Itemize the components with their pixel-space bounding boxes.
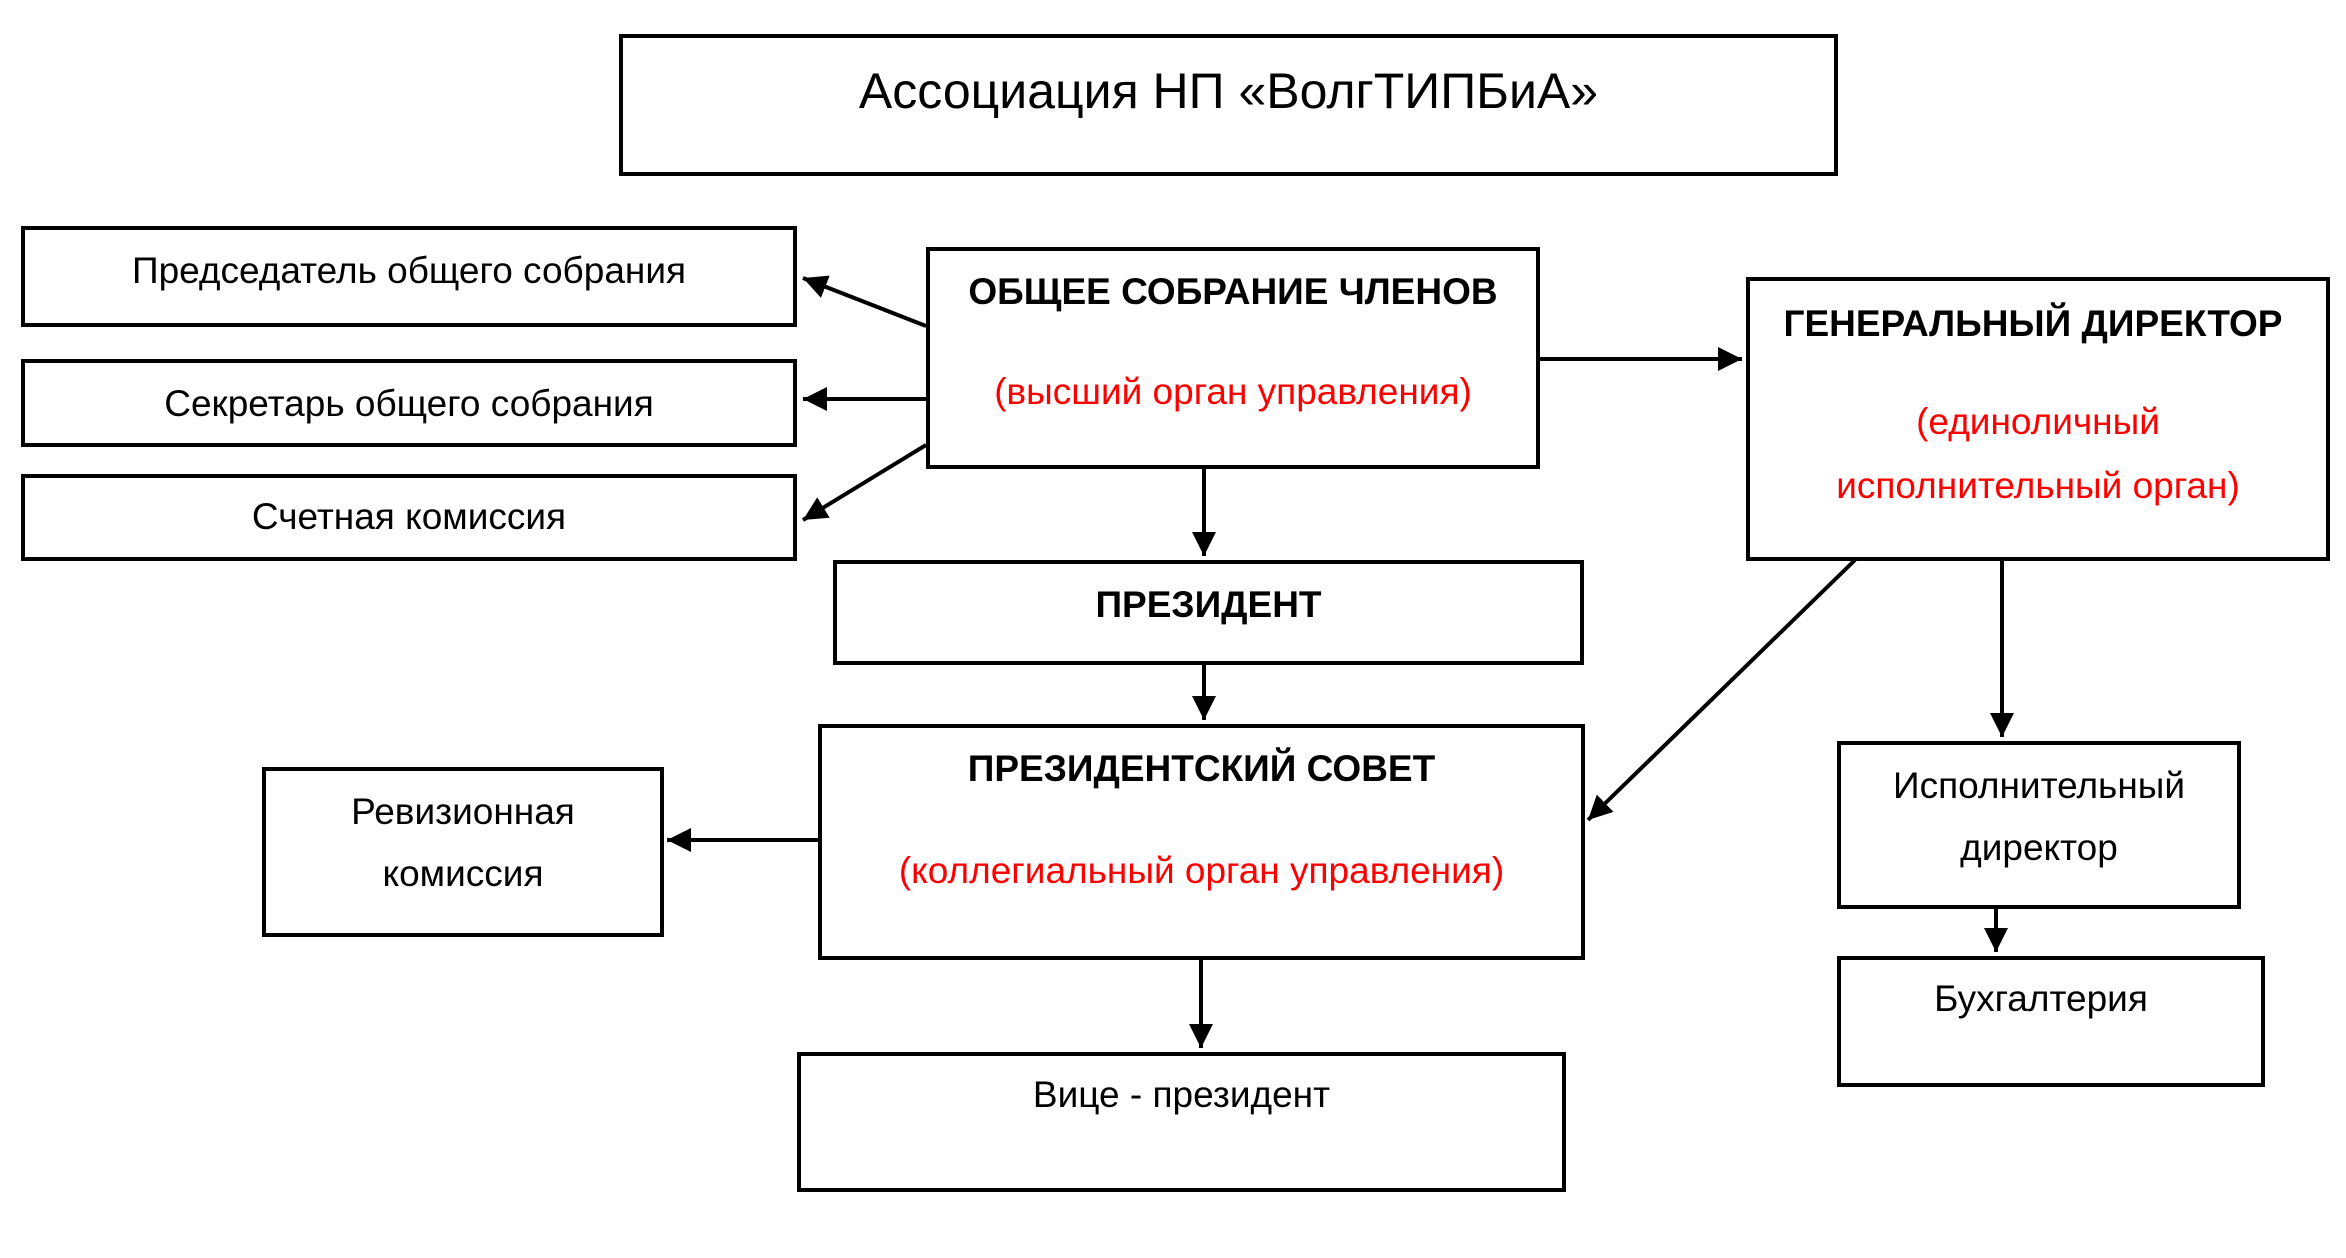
node-president-label: ПРЕЗИДЕНТ xyxy=(1095,584,1322,625)
node-secretary: Секретарь общего собрания xyxy=(21,359,797,447)
node-general-director-note-2: исполнительный орган) xyxy=(1836,465,2240,506)
edge-meeting-chairman xyxy=(802,275,927,328)
node-executive-director-label-2: директор xyxy=(1960,827,2118,868)
node-presidential-council-label: ПРЕЗИДЕНТСКИЙ СОВЕТ xyxy=(967,748,1436,789)
node-secretary-label: Секретарь общего собрания xyxy=(164,383,654,424)
node-general-meeting: ОБЩЕЕ СОБРАНИЕ ЧЛЕНОВ (высший орган упра… xyxy=(926,247,1540,469)
node-counting-label: Счетная комиссия xyxy=(251,496,567,537)
node-counting: Счетная комиссия xyxy=(21,474,797,561)
node-chairman: Председатель общего собрания xyxy=(21,226,797,327)
node-general-meeting-label: ОБЩЕЕ СОБРАНИЕ ЧЛЕНОВ xyxy=(968,271,1498,312)
node-audit: Ревизионная комиссия xyxy=(262,767,664,937)
diagram-title: Ассоциация НП «ВолгТИПБиА» xyxy=(858,63,1599,119)
node-general-director: ГЕНЕРАЛЬНЫЙ ДИРЕКТОР (единоличный исполн… xyxy=(1746,277,2330,561)
node-executive-director: Исполнительный директор xyxy=(1837,741,2241,909)
node-accounting-label: Бухгалтерия xyxy=(1934,978,2148,1019)
node-presidential-council: ПРЕЗИДЕНТСКИЙ СОВЕТ (коллегиальный орган… xyxy=(818,724,1585,960)
title-box: Ассоциация НП «ВолгТИПБиА» xyxy=(619,34,1838,176)
node-vice-president: Вице - президент xyxy=(797,1052,1566,1192)
edge-director-council xyxy=(1586,558,1857,822)
node-presidential-council-note: (коллегиальный орган управления) xyxy=(898,850,1505,891)
node-general-director-label: ГЕНЕРАЛЬНЫЙ ДИРЕКТОР xyxy=(1783,303,2283,344)
node-chairman-label: Председатель общего собрания xyxy=(131,250,687,291)
node-audit-label-1: Ревизионная xyxy=(351,791,575,832)
node-accounting: Бухгалтерия xyxy=(1837,956,2265,1087)
edge-meeting-counting xyxy=(801,443,928,522)
node-general-director-note-1: (единоличный xyxy=(1916,401,2160,442)
node-audit-label-2: комиссия xyxy=(382,853,544,894)
node-vice-president-label: Вице - президент xyxy=(1032,1074,1331,1115)
node-executive-director-label-1: Исполнительный xyxy=(1892,765,2186,806)
node-president: ПРЕЗИДЕНТ xyxy=(833,560,1584,665)
node-general-meeting-note: (высший орган управления) xyxy=(994,371,1472,412)
